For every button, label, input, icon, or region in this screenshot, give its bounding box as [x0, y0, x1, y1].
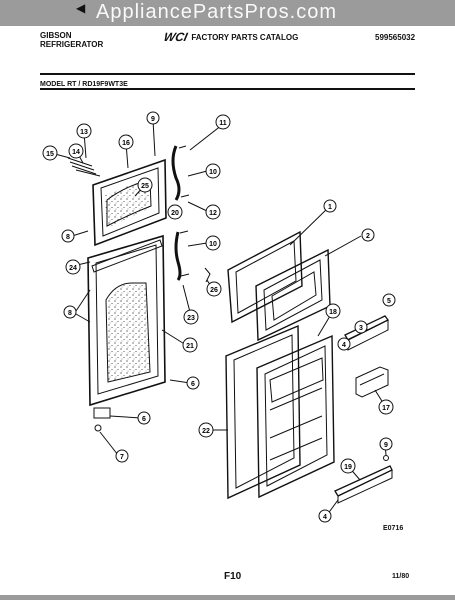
callout-label: 6 [142, 416, 146, 423]
callout-label: 17 [382, 405, 390, 412]
callout-20: 20 [167, 204, 183, 220]
bottom-bar [0, 595, 455, 600]
callout-label: 18 [329, 309, 337, 316]
freezer-door-liner [227, 230, 331, 342]
callout-label: 13 [80, 129, 88, 136]
callout-13: 13 [76, 123, 92, 139]
callout-label: 8 [68, 310, 72, 317]
callout-6: 6 [186, 376, 200, 390]
callout-25: 25 [137, 177, 153, 193]
callout-1: 1 [323, 199, 337, 213]
callout-label: 21 [186, 343, 194, 350]
callout-6: 6 [137, 411, 151, 425]
callout-label: 6 [191, 381, 195, 388]
catalog-title-block: WCI FACTORY PARTS CATALOG [163, 30, 299, 44]
callout-19: 19 [340, 458, 356, 474]
callout-label: 5 [387, 298, 391, 305]
callout-16: 16 [118, 134, 134, 150]
header-rule-bottom [40, 88, 415, 90]
callout-10: 10 [205, 163, 221, 179]
callout-label: 16 [122, 140, 130, 147]
callout-21: 21 [182, 337, 198, 353]
back-arrow-icon[interactable]: ◀ [76, 1, 86, 15]
fresh-food-door-liner [225, 324, 335, 500]
callout-26: 26 [206, 281, 222, 297]
callout-2: 2 [361, 228, 375, 242]
brand-block: GIBSON REFRIGERATOR [40, 31, 103, 49]
model-number: MODEL RT / RD19F9WT3E [40, 81, 128, 88]
fresh-food-door [87, 234, 166, 407]
callout-label: 10 [209, 169, 217, 176]
callout-9: 9 [146, 111, 160, 125]
callout-label: 8 [66, 234, 70, 241]
callout-12: 12 [205, 204, 221, 220]
callout-22: 22 [198, 422, 214, 438]
callout-18: 18 [325, 303, 341, 319]
watermark-text: AppliancePartsPros.com [96, 1, 337, 23]
callout-label: 23 [187, 315, 195, 322]
callout-label: 14 [72, 149, 80, 156]
callout-5: 5 [382, 293, 396, 307]
page-number: F10 [224, 571, 242, 582]
callout-4: 4 [337, 337, 351, 351]
callout-label: 26 [210, 287, 218, 294]
callout-17: 17 [378, 399, 394, 415]
header-rule-top [40, 73, 415, 75]
callout-14: 14 [68, 143, 84, 159]
callout-label: 4 [323, 514, 327, 521]
callout-11: 11 [215, 114, 231, 130]
hinge-parts [67, 157, 111, 432]
watermark-bar: ◀ AppliancePartsPros.com [0, 0, 455, 26]
drawing-code: E0716 [383, 525, 404, 532]
callout-label: 22 [202, 428, 210, 435]
callout-10: 10 [205, 235, 221, 251]
freezer-door [92, 158, 167, 247]
callout-8: 8 [61, 229, 75, 243]
callout-markers: 1 2 3 4 4 5 6 6 7 8 8 9 9 9 10 10 11 12 … [42, 111, 396, 523]
callout-label: 2 [366, 233, 370, 240]
callout-7: 7 [115, 449, 129, 463]
callout-label: 15 [46, 151, 54, 158]
door-handles [171, 145, 211, 283]
callout-label: 19 [344, 464, 352, 471]
callout-4: 4 [318, 509, 332, 523]
callout-label: 12 [209, 210, 217, 217]
callout-label: 1 [328, 204, 332, 211]
document-number: 599565032 [375, 33, 416, 42]
callout-label: 9 [151, 116, 155, 123]
callout-label: 24 [69, 265, 77, 272]
catalog-title: FACTORY PARTS CATALOG [191, 32, 299, 42]
callout-label: 9 [384, 442, 388, 449]
revision-date: 11/80 [392, 573, 410, 580]
product-type: REFRIGERATOR [40, 40, 104, 49]
callout-label: 10 [209, 241, 217, 248]
callout-23: 23 [183, 309, 199, 325]
callout-8: 8 [63, 305, 77, 319]
callout-label: 11 [219, 120, 227, 127]
callout-24: 24 [65, 259, 81, 275]
brand-name: GIBSON [40, 31, 72, 40]
callout-leaders [54, 119, 390, 516]
callout-15: 15 [42, 145, 58, 161]
callout-9: 9 [379, 437, 393, 451]
callout-label: 4 [342, 342, 346, 349]
callout-label: 25 [141, 183, 149, 190]
callout-3: 3 [354, 320, 368, 334]
callout-label: 3 [359, 325, 363, 332]
callout-label: 20 [171, 210, 179, 217]
callout-label: 7 [120, 454, 124, 461]
